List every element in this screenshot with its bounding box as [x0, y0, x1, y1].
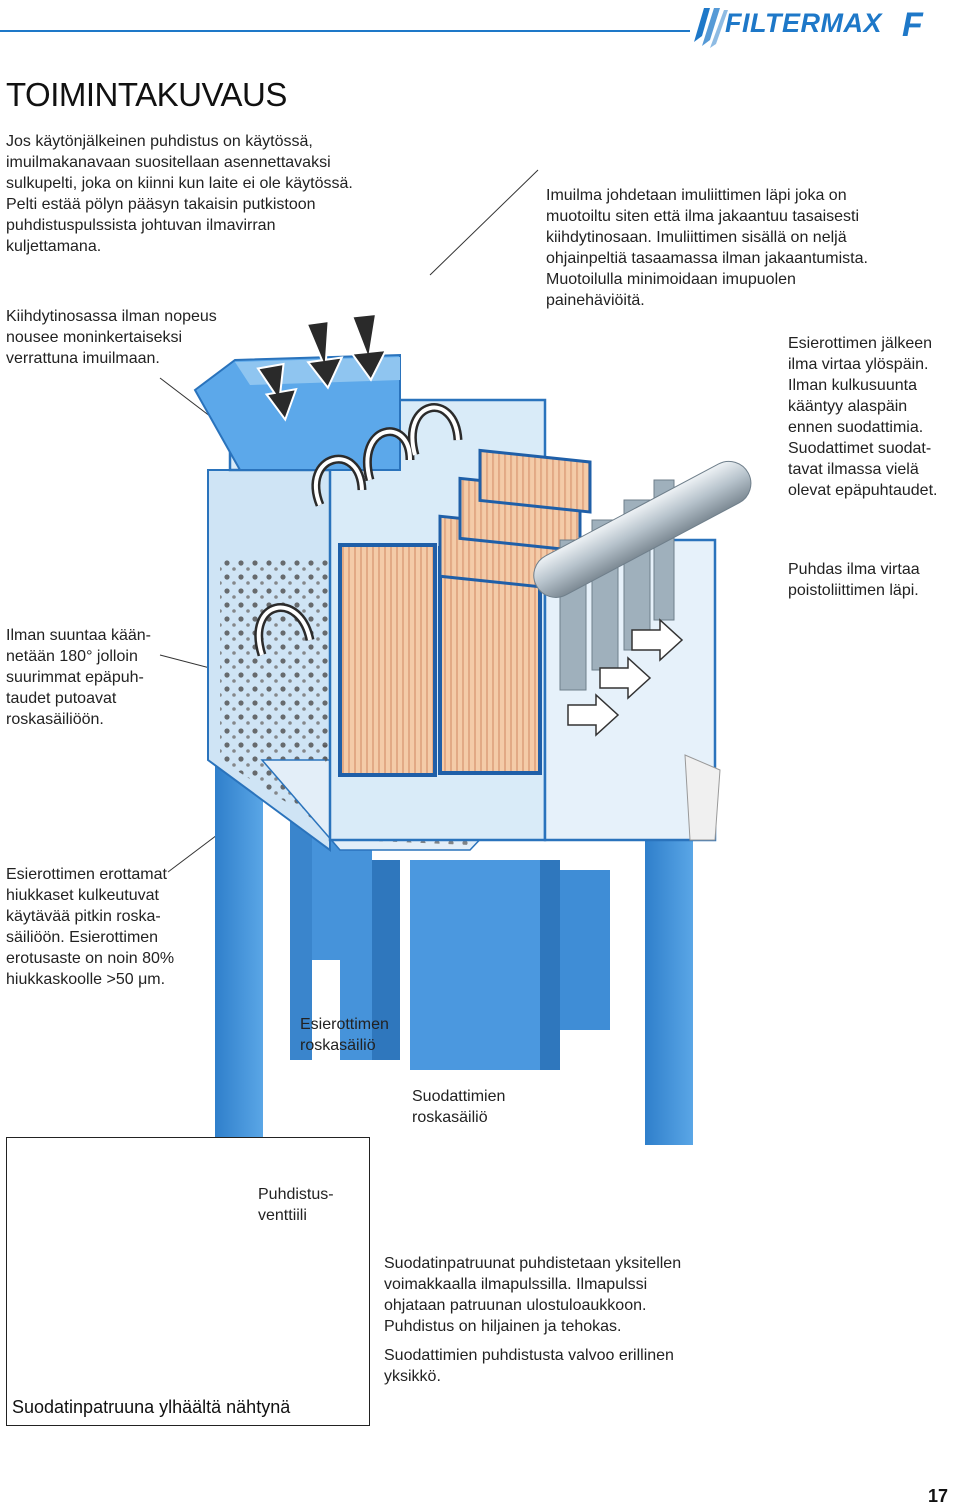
logo-swoosh-icon [694, 8, 728, 48]
leader-lines [159, 169, 539, 873]
intro-text: Jos käytönjälkeinen puhdistus on käytöss… [6, 133, 353, 255]
header-rule [0, 30, 690, 32]
cartridge-inset-frame [6, 1137, 370, 1426]
outlet-connector [684, 754, 721, 841]
separator-bin-label: Esierottimen roskasäiliö [300, 1016, 389, 1054]
inlet-hood [193, 353, 401, 471]
logo-suffix: F [902, 6, 923, 44]
separator-particles-text: Esierottimen erottamat hiukkaset kulkeut… [6, 866, 175, 988]
valve-label: Puhdistus- venttiili [258, 1186, 334, 1224]
turn-text: Ilman suuntaa kään- netään 180° jolloin … [6, 627, 151, 728]
page-number: 17 [928, 1486, 949, 1506]
main-housing [228, 398, 547, 842]
cleaning-text: Suodatinpatruunat puhdistetaan yksitelle… [384, 1255, 682, 1335]
compressed-air-header [533, 460, 752, 598]
filter-bin-label: Suodattimien roskasäiliö [412, 1088, 506, 1126]
clean-air-arrows-icon [567, 618, 684, 737]
separator-after-text: Esierottimen jälkeen ilma virtaa ylöspäi… [788, 335, 938, 499]
dust-particles-hopper [320, 745, 530, 845]
logo-text: FILTERMAX [725, 8, 882, 38]
dust-particles-left [220, 560, 330, 830]
inlet-text: Imuilma johdetaan imuliittimen läpi joka… [546, 187, 868, 309]
cleaning-valves [559, 479, 675, 691]
page-title: TOIMINTAKUVAUS [6, 76, 287, 113]
filtermax-logo: FILTERMAX F [690, 2, 960, 50]
pre-separator-panel [207, 469, 331, 852]
filter-cartridges [338, 448, 592, 777]
inset-caption: Suodatinpatruuna ylhäältä nähtynä [12, 1397, 291, 1417]
u-turn-arrows-icon [254, 403, 463, 657]
u-turn-arrows-inner [256, 405, 460, 656]
monitor-text: Suodattimien puhdistusta valvoo erilline… [384, 1347, 674, 1385]
inlet-arrows-icon [256, 312, 388, 422]
acceleration-text: Kiihdytinosassa ilman nopeus nousee moni… [6, 308, 217, 367]
clean-air-chamber [543, 538, 717, 842]
clean-air-text: Puhdas ilma virtaa poistoliittimen läpi. [788, 561, 920, 599]
